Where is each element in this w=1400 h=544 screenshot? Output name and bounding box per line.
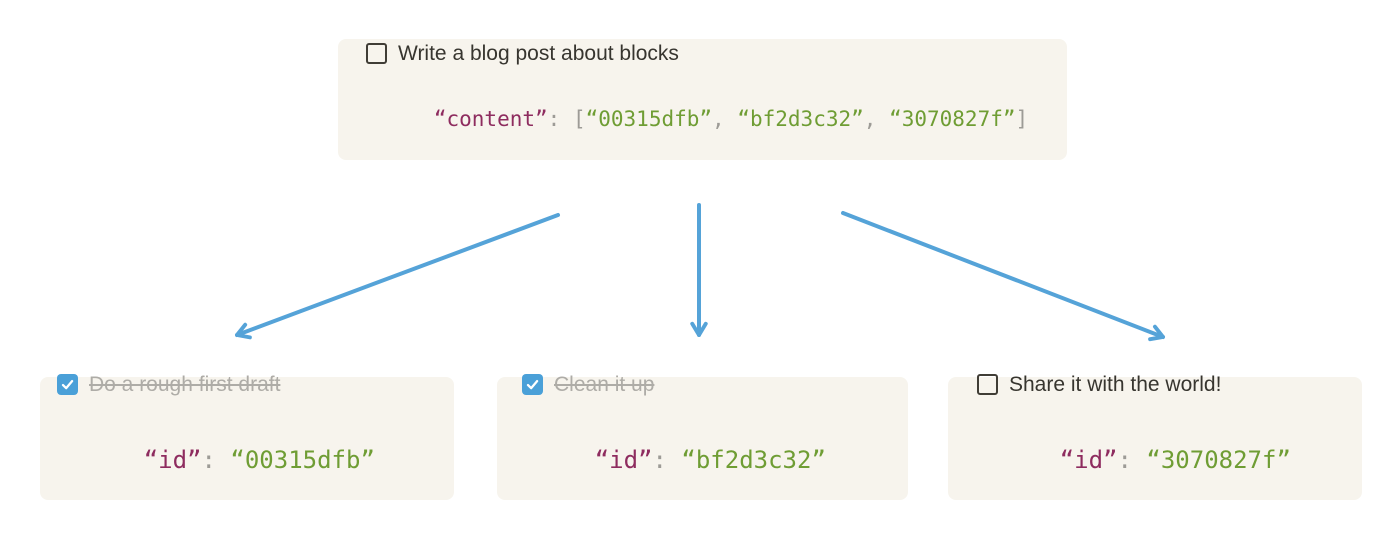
code-line: “content”: [“00315dfb”, “bf2d3c32”, “307…: [358, 80, 1067, 158]
code-string: “00315dfb”: [585, 106, 713, 131]
checkmark-icon: [61, 380, 74, 390]
code-punct: ,: [712, 106, 738, 131]
todo-row: Clean it up: [522, 373, 908, 397]
code-key: “content”: [433, 106, 548, 131]
todo-label: Share it with the world!: [1009, 372, 1222, 396]
code-value: “3070827f”: [1146, 445, 1291, 474]
todo-label: Do a rough first draft: [89, 372, 281, 396]
code-line: “id”: “00315dfb”: [57, 415, 454, 505]
todo-checkbox[interactable]: [522, 374, 543, 395]
code-string: “3070827f”: [889, 106, 1016, 131]
child-block-card-3: Share it with the world! “id”: “3070827f…: [948, 373, 1362, 500]
todo-row: Do a rough first draft: [57, 373, 454, 397]
code-colon: :: [1117, 445, 1147, 474]
code-key: “id”: [594, 445, 653, 474]
todo-row: Share it with the world!: [977, 373, 1362, 397]
parent-todo-block-card: Write a blog post about blocks “content”…: [338, 39, 1067, 160]
code-value: “bf2d3c32”: [681, 445, 826, 474]
code-key: “id”: [143, 445, 202, 474]
todo-row: Write a blog post about blocks: [366, 42, 1067, 66]
todo-label: Write a blog post about blocks: [398, 41, 679, 65]
code-colon: :: [547, 106, 573, 131]
code-punct: ,: [863, 106, 890, 131]
code-value: “00315dfb”: [230, 445, 375, 474]
checkmark-icon: [526, 380, 539, 390]
code-colon: :: [201, 445, 231, 474]
code-punct: ]: [1015, 106, 1029, 131]
code-colon: :: [652, 445, 682, 474]
code-line: “id”: “3070827f”: [973, 415, 1362, 505]
child-block-card-1: Do a rough first draft “id”: “00315dfb”: [40, 373, 454, 500]
connector-arrow: [841, 211, 1165, 342]
todo-checkbox[interactable]: [57, 374, 78, 395]
code-value-list: [“00315dfb”, “bf2d3c32”, “3070827f”]: [573, 107, 1028, 131]
connector-arrow: [235, 213, 560, 340]
code-key: “id”: [1059, 445, 1118, 474]
code-line: “id”: “bf2d3c32”: [508, 415, 908, 505]
code-punct: [: [572, 106, 586, 131]
code-string: “bf2d3c32”: [737, 106, 864, 131]
todo-label: Clean it up: [554, 372, 655, 396]
todo-checkbox[interactable]: [366, 43, 387, 64]
child-block-card-2: Clean it up “id”: “bf2d3c32”: [497, 373, 908, 500]
todo-checkbox[interactable]: [977, 374, 998, 395]
